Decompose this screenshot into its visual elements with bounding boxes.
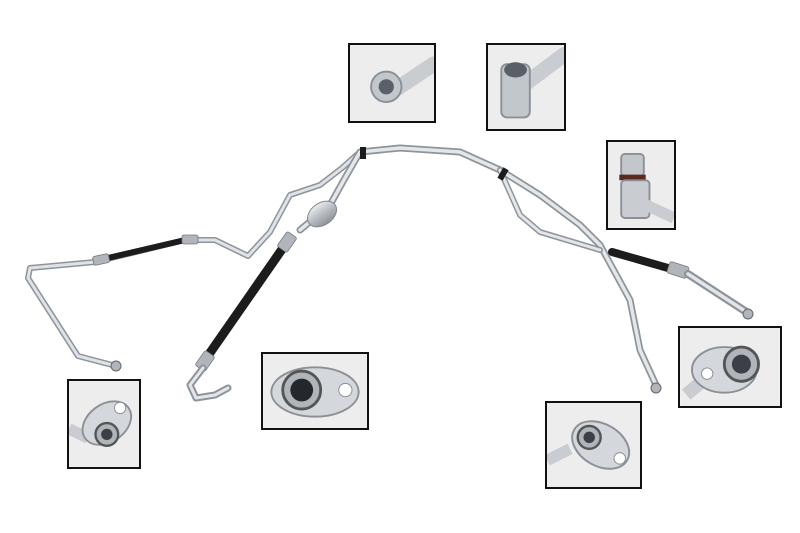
bolt-hole-icon [700,367,714,380]
bottom-right-fitting [650,382,662,394]
bolt-hole-icon [113,401,127,415]
line-clip-2 [497,167,509,181]
muffler [306,200,338,228]
o-ring-icon [619,174,646,181]
detail-inset-top-left-fitting [348,43,436,123]
bolt-hole-icon [613,452,626,465]
detail-inset-right-flange [678,326,782,408]
detail-inset-top-right-fitting [486,43,566,131]
left-rubber-hose [105,237,188,261]
center-rubber-hose [200,240,290,365]
fitting-port-icon [504,62,527,78]
left-suction-line [25,149,363,369]
main-upper-line [296,144,660,389]
right-line-fitting [742,308,754,320]
left-hose-crimp-2 [181,234,199,245]
detail-inset-center-flange [261,352,369,430]
center-hose-crimp-top [277,231,297,253]
bolt-hole-icon [338,382,353,398]
detail-inset-oring-fitting [606,140,676,230]
right-rubber-hose [608,248,679,274]
detail-inset-bottom-right-flange [545,401,642,489]
bottom-left-fitting [110,360,122,372]
left-hose-crimp [92,253,110,266]
detail-inset-left-flange [67,379,141,469]
center-line-end [186,364,232,402]
line-clip-1 [360,147,366,159]
